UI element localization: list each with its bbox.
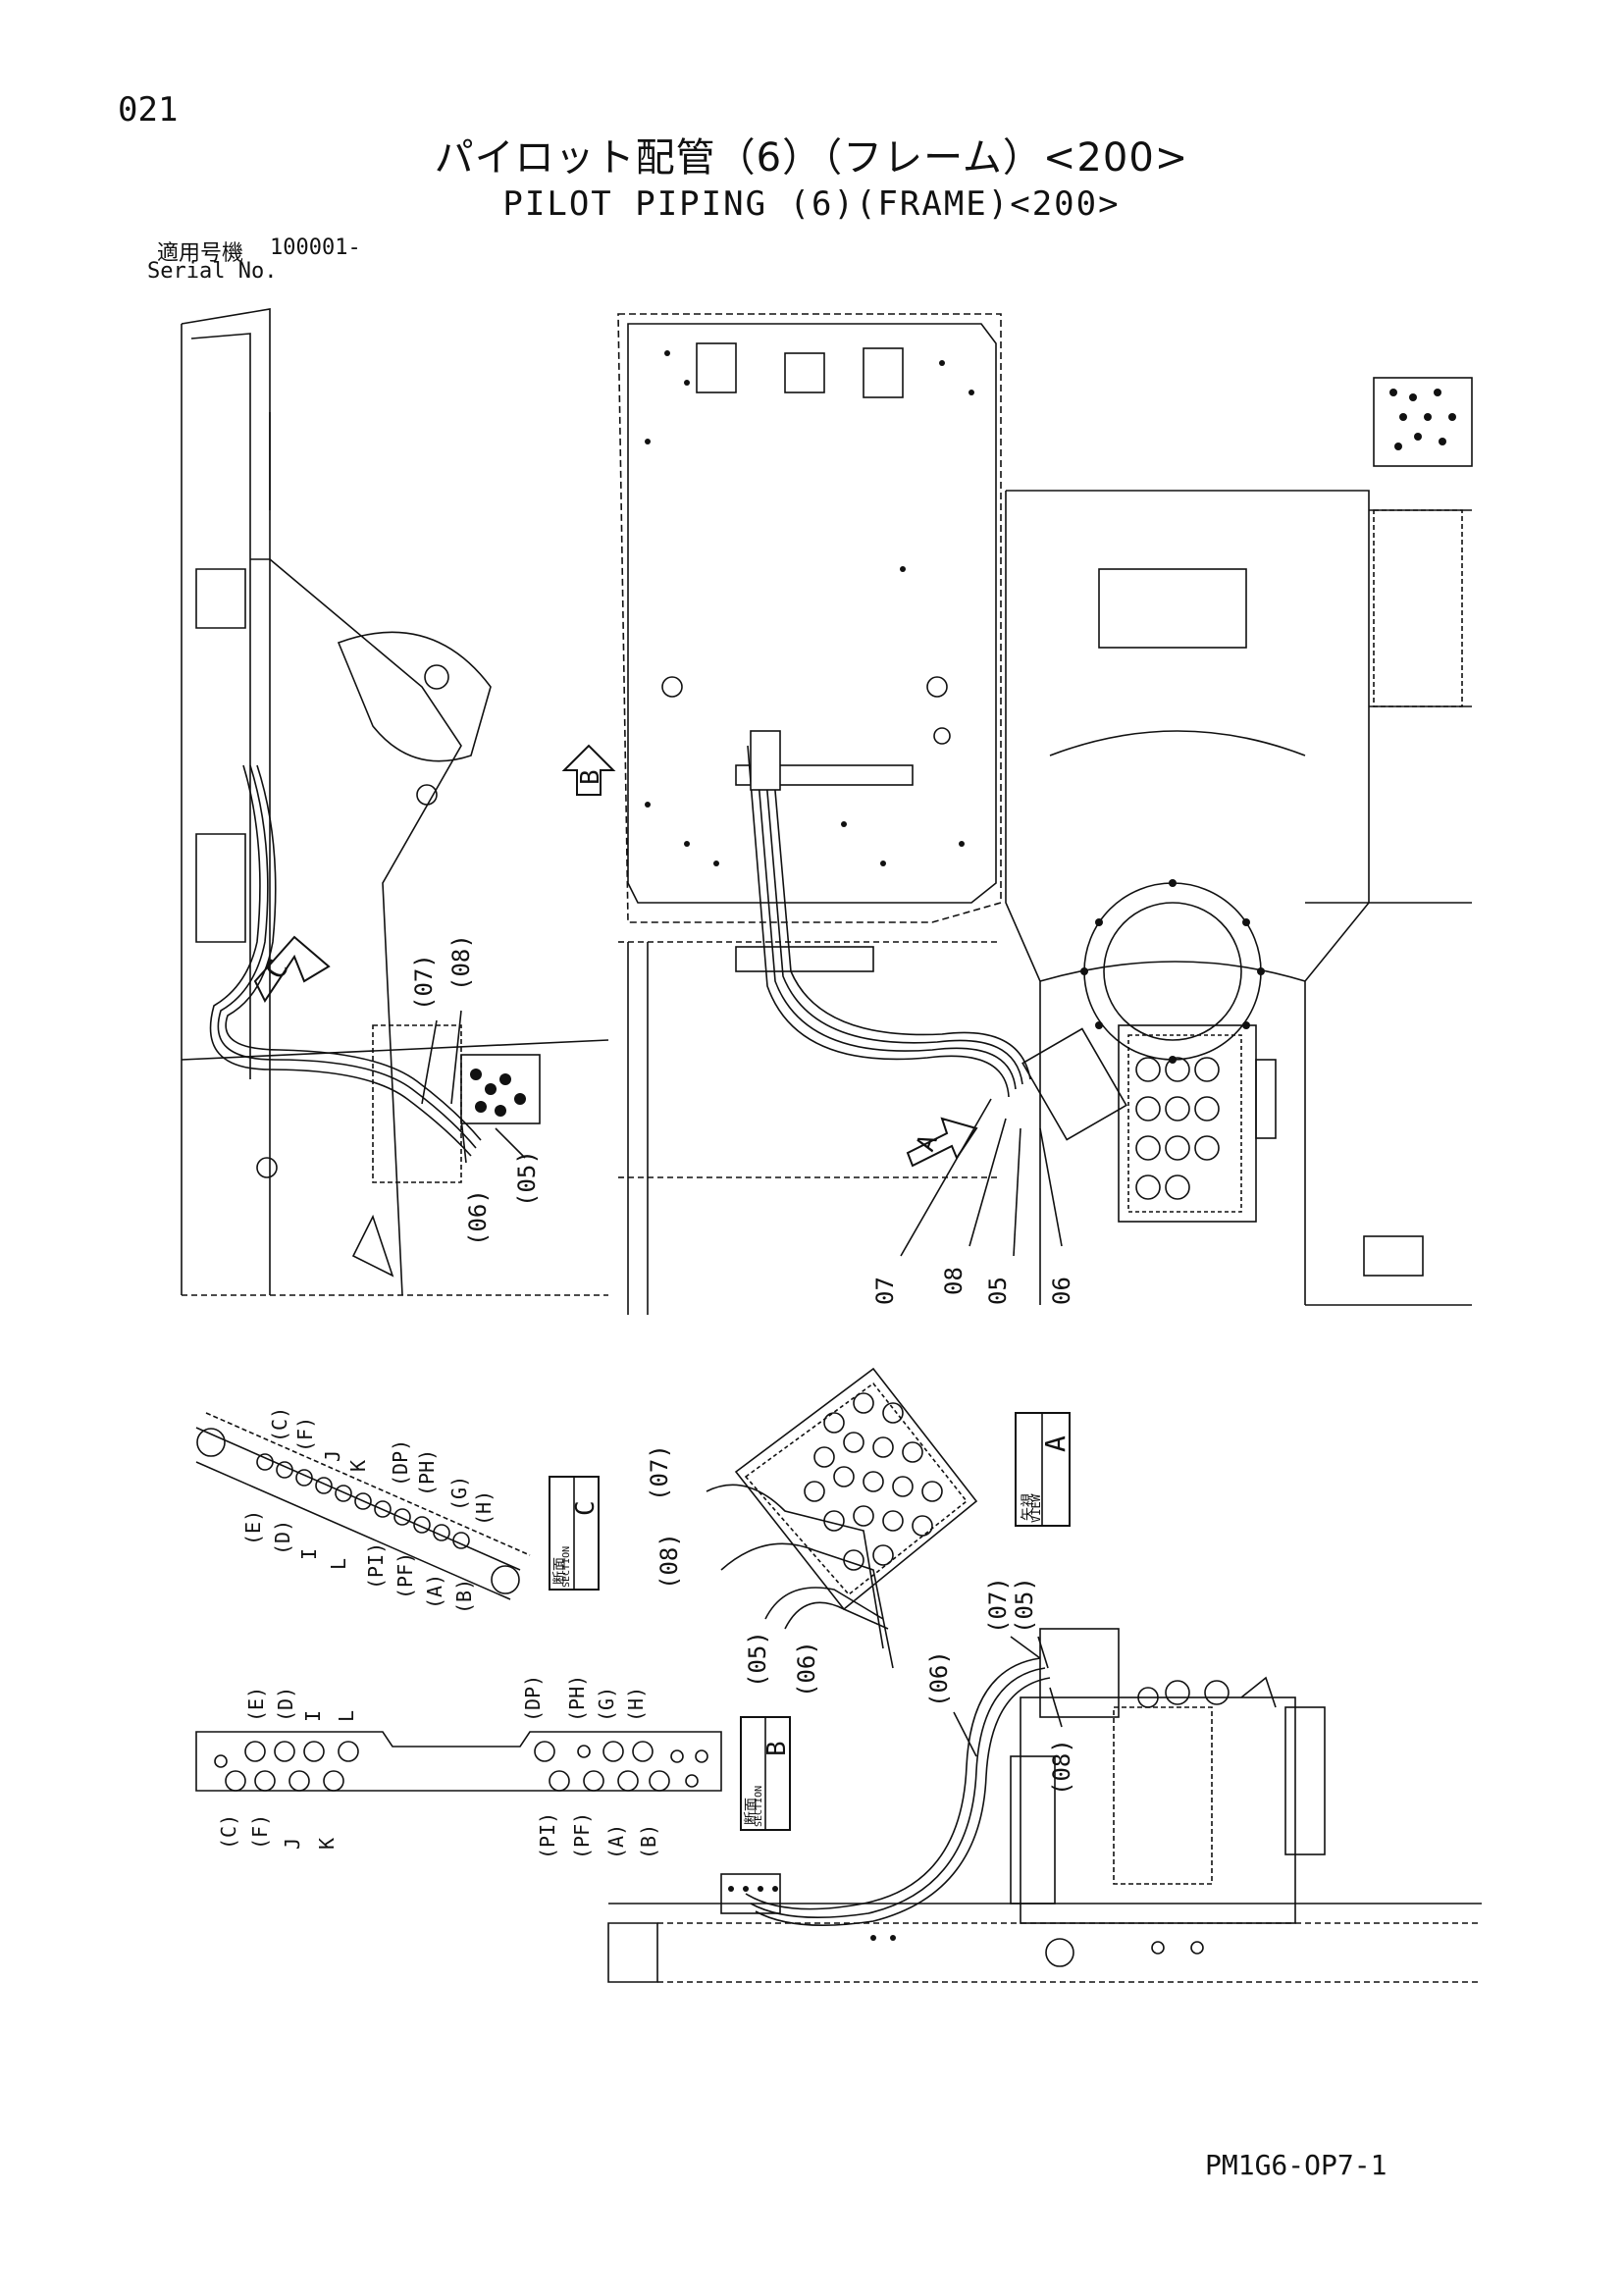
view-a-callout-08: (08): [655, 1533, 683, 1590]
section-b-left-top-1: (E): [244, 1687, 268, 1722]
section-b-right-top-3: (G): [595, 1687, 618, 1722]
section-b-right-bottom-4: (B): [637, 1824, 660, 1859]
serial-number-value: 100001-: [270, 235, 361, 260]
serial-label-english: Serial No.: [147, 259, 278, 284]
view-arrow-c-label: C: [258, 954, 294, 984]
section-b-right-top-1: (DP): [521, 1675, 545, 1722]
section-c-port-bottom-4: L: [327, 1558, 350, 1570]
center-plan-view: B A 07 08 05 06: [561, 313, 1075, 1315]
section-b-box-jp: 断面: [744, 1798, 759, 1825]
view-a-callout-06: (06): [793, 1641, 820, 1697]
section-c-port-bottom-8: (B): [452, 1579, 476, 1614]
section-c-view: (C) (F) J K (DP) (PH) (G) (H) (E) (D) I …: [195, 1407, 601, 1614]
section-b-right-bottom-2: (PF): [570, 1812, 594, 1859]
section-c-port-bottom-7: (A): [423, 1574, 446, 1609]
callout-06-center: 06: [1048, 1277, 1075, 1305]
section-c-port-top-7: (G): [447, 1476, 471, 1511]
callout-05-left: (05): [513, 1150, 541, 1207]
section-c-port-bottom-2: (D): [271, 1520, 294, 1555]
view-a-callout-05: (05): [744, 1631, 771, 1688]
section-b-right-top-2: (PH): [565, 1675, 589, 1722]
title-english: PILOT PIPING (6)(FRAME)<200>: [502, 184, 1121, 224]
section-c-port-bottom-3: I: [297, 1548, 321, 1560]
view-a-box-letter: A: [1039, 1435, 1072, 1452]
section-c-port-top-2: (F): [293, 1417, 317, 1452]
page-number: 021: [118, 90, 179, 130]
section-b-left-bottom-4: K: [315, 1838, 339, 1850]
section-c-port-bottom-6: (PF): [393, 1552, 417, 1599]
section-b-left-bottom-1: (C): [217, 1814, 240, 1850]
section-b-left-top-3: I: [301, 1710, 325, 1722]
callout-07-left: (07): [410, 954, 438, 1011]
section-c-port-bottom-1: (E): [241, 1510, 265, 1545]
right-frame-view: [1005, 377, 1473, 1306]
callout-08-center: 08: [940, 1267, 968, 1295]
section-c-box-jp: 断面: [552, 1557, 568, 1585]
lower-right-view: (06) (07) (05) (08): [607, 1577, 1482, 1983]
view-a-box-jp: 矢視: [1021, 1493, 1036, 1521]
view-a-box-en: VIEW: [1029, 1493, 1043, 1523]
left-side-view: C (07) (08) (05) (06): [181, 308, 609, 1296]
section-c-port-top-5: (DP): [389, 1439, 412, 1487]
section-b-left-top-2: (D): [274, 1687, 297, 1722]
view-a-callout-07: (07): [646, 1444, 673, 1501]
section-b-right-top-4: (H): [624, 1687, 648, 1722]
section-b-box-en: SECTION: [754, 1786, 764, 1827]
callout-07-center: 07: [871, 1277, 899, 1305]
lower-callout-08: (08): [1048, 1739, 1075, 1796]
section-b-left-top-4: L: [335, 1710, 358, 1722]
view-a-detail: (07) (08) (05) (06) 矢視 VIEW A: [646, 1367, 1072, 1697]
section-b-view: (E) (D) I L (C) (F) J K (DP) (PH) (G) (H…: [195, 1675, 792, 1859]
lower-callout-05: (05): [1011, 1577, 1038, 1634]
callout-05-center: 05: [984, 1277, 1012, 1305]
section-c-box-letter: C: [571, 1500, 601, 1516]
lower-callout-07: (07): [984, 1577, 1012, 1634]
section-c-port-top-4: K: [346, 1460, 370, 1472]
section-c-port-top-3: J: [321, 1450, 344, 1462]
section-b-right-bottom-3: (A): [604, 1824, 628, 1859]
section-b-box-letter: B: [762, 1741, 792, 1756]
section-c-port-top-8: (H): [472, 1490, 496, 1526]
section-c-port-top-1: (C): [268, 1407, 291, 1442]
section-b-left-bottom-2: (F): [248, 1814, 272, 1850]
section-b-right-bottom-1: (PI): [536, 1812, 559, 1859]
section-b-left-bottom-3: J: [281, 1838, 304, 1850]
lower-callout-06: (06): [925, 1650, 953, 1707]
section-c-port-top-6: (PH): [415, 1449, 439, 1496]
document-code: PM1G6-OP7-1: [1205, 2149, 1387, 2181]
title-japanese: パイロット配管（6）（フレーム）<200>: [434, 135, 1189, 181]
serial-label-japanese: 適用号機: [157, 241, 244, 266]
callout-06-left: (06): [464, 1189, 492, 1246]
view-arrow-a-label: A: [911, 1130, 944, 1155]
view-arrow-b-label: B: [576, 769, 605, 785]
section-c-port-bottom-5: (PI): [364, 1542, 388, 1590]
callout-08-left: (08): [447, 934, 475, 991]
section-c-box-en: SECTION: [561, 1546, 572, 1588]
